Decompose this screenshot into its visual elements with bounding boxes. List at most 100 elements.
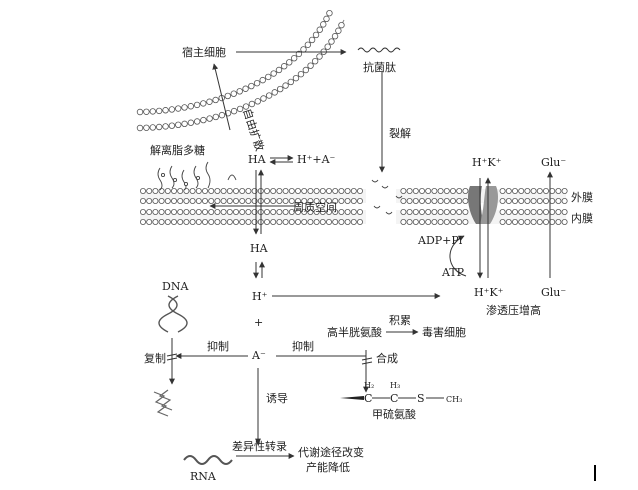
- lipid-head: [276, 197, 283, 204]
- lipid-head: [158, 208, 165, 215]
- lipid-head: [224, 92, 231, 100]
- lipid-head: [418, 208, 425, 215]
- lipid-head: [239, 197, 246, 204]
- lipid-head: [462, 187, 469, 194]
- label-c1: C: [364, 392, 372, 405]
- label-adp-pi: ADP+Pi: [417, 234, 463, 247]
- lipid-head: [226, 197, 233, 204]
- lipid-head: [265, 73, 272, 81]
- lipid-head: [254, 98, 261, 105]
- lipid-head: [524, 218, 531, 225]
- lipid-head: [332, 197, 339, 204]
- lipid-head: [270, 70, 277, 77]
- lipid-head: [158, 197, 165, 204]
- lipid-head: [146, 218, 153, 225]
- lipid-head: [276, 208, 283, 215]
- lipid-head: [437, 208, 444, 215]
- lipid-head: [536, 197, 543, 204]
- label-osmotic-increase: 渗透压增高: [486, 303, 541, 317]
- lipid-head: [462, 208, 469, 215]
- lipid-head: [200, 100, 207, 107]
- lipid-head: [412, 197, 419, 204]
- lipid-head: [294, 187, 301, 194]
- lipid-head: [242, 103, 250, 110]
- label-a-minus: A⁻: [251, 349, 266, 362]
- lipid-head: [183, 208, 190, 215]
- lipid-head: [265, 92, 273, 99]
- lipid-head: [226, 208, 233, 215]
- membrane-pore: [366, 186, 396, 226]
- label-hk-top: H⁺K⁺: [472, 156, 502, 169]
- label-h3: H₃: [390, 381, 400, 390]
- lipid-head: [212, 96, 219, 104]
- lipid-head: [263, 218, 270, 225]
- lipid-head: [449, 208, 456, 215]
- lipid-head: [543, 208, 550, 215]
- lipid-head: [136, 108, 144, 116]
- lipid-head: [406, 208, 413, 215]
- lipid-head: [175, 121, 182, 129]
- lipid-head: [232, 187, 239, 194]
- lipid-head: [555, 197, 562, 204]
- lipid-head: [170, 187, 177, 194]
- lipid-head: [350, 208, 357, 215]
- lipid-head: [518, 197, 525, 204]
- lipid-head: [530, 218, 537, 225]
- lipid-head: [271, 89, 278, 96]
- lipid-head: [270, 208, 277, 215]
- lipid-head: [356, 218, 363, 225]
- lipid-head: [499, 197, 506, 204]
- label-c2: C: [390, 392, 398, 405]
- lipid-head: [326, 9, 333, 17]
- peptide-fragments: [371, 179, 403, 215]
- lipid-head: [406, 218, 413, 225]
- lipid-head: [536, 218, 543, 225]
- lipid-head: [400, 197, 407, 204]
- lipid-head: [136, 124, 144, 132]
- lipid-head: [313, 218, 320, 225]
- lipid-head: [456, 208, 463, 215]
- lipid-head: [242, 85, 249, 92]
- lipid-head: [449, 187, 456, 194]
- label-h-plus-a-minus: H⁺+A⁻: [297, 153, 336, 166]
- lipid-head: [313, 197, 320, 204]
- lipid-head: [270, 218, 277, 225]
- lipid-head: [555, 187, 562, 194]
- lipid-head: [155, 107, 163, 115]
- label-differential-transcription: 差异性转录: [232, 439, 287, 453]
- lipid-head: [437, 187, 444, 194]
- lipid-head: [146, 187, 153, 194]
- lipid-head: [297, 70, 305, 78]
- lipid-head: [301, 197, 308, 204]
- replication-block-2: [166, 357, 178, 361]
- lipid-head: [431, 218, 438, 225]
- arrows: [166, 49, 553, 459]
- lipid-head: [301, 187, 308, 194]
- label-host-cell: 宿主细胞: [182, 45, 226, 59]
- lipid-head: [518, 218, 525, 225]
- lipid-head: [193, 101, 201, 109]
- lipid-head: [152, 218, 159, 225]
- lipid-head: [152, 187, 159, 194]
- lipid-head: [201, 197, 208, 204]
- label-rna: RNA: [190, 470, 217, 483]
- lipid-head: [350, 218, 357, 225]
- lipid-head: [512, 187, 519, 194]
- lipid-head: [189, 208, 196, 215]
- lipid-head: [307, 62, 314, 69]
- lipid-head: [288, 187, 295, 194]
- lipid-head: [164, 197, 171, 204]
- lipid-head: [338, 208, 345, 215]
- label-productivity-down: 产能降低: [306, 460, 350, 474]
- lipid-head: [214, 197, 221, 204]
- label-plus: +: [254, 316, 263, 329]
- label-ch3: CH₃: [446, 395, 462, 404]
- lipid-head: [287, 78, 295, 86]
- lipid-head: [323, 15, 330, 23]
- lipid-head: [294, 208, 301, 215]
- lipid-head: [536, 208, 543, 215]
- lipid-head: [248, 100, 256, 108]
- host-cell-membrane: [136, 9, 345, 132]
- lipid-head: [456, 197, 463, 204]
- wedge-bond: [340, 396, 364, 400]
